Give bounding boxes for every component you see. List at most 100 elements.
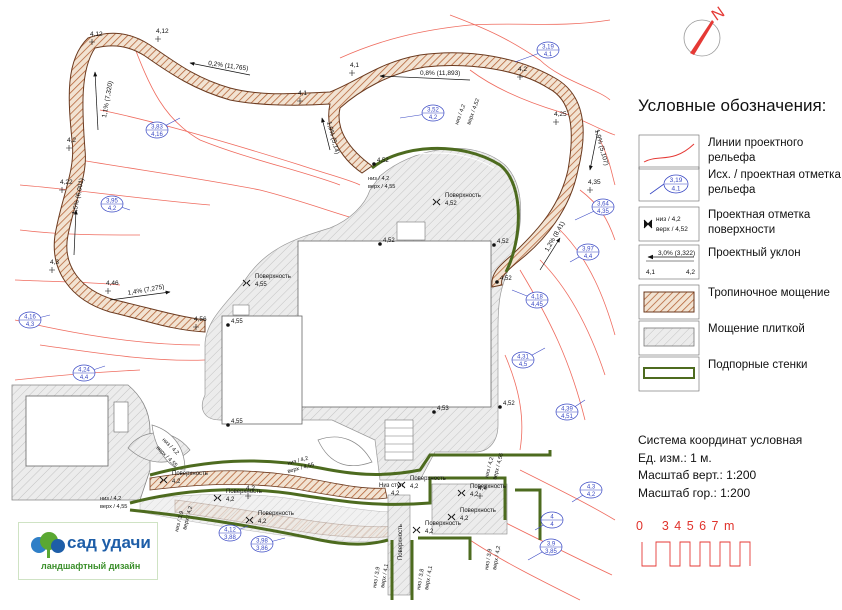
relief-design: 4	[550, 522, 554, 528]
tile-paving-right-lower	[431, 483, 508, 535]
relief-design: 4,2	[587, 492, 596, 498]
slope-arrow	[73, 209, 78, 256]
relief-existing: 3,52	[427, 108, 439, 114]
elevation-cross-icon	[517, 74, 523, 80]
elevation-cross-icon	[587, 187, 593, 193]
surface-label: Поверхность	[226, 489, 262, 495]
relief-design: 4,2	[108, 206, 117, 212]
svg-text:4,2: 4,2	[686, 269, 695, 276]
svg-text:низ / 4,2: низ / 4,2	[656, 216, 681, 223]
note-units: Ед. изм.: 1 м.	[638, 450, 712, 465]
wall-elevation-label: верх / 4,2	[492, 545, 502, 570]
wall-elevation-label: верх / 4,55	[492, 452, 505, 480]
relief-design: 4,51	[561, 414, 573, 420]
wall-elevation-label: верх / 4,52	[466, 98, 481, 126]
relief-existing: 3,98	[256, 539, 268, 545]
note-scale-horizontal: Масштаб гор.: 1:200	[638, 485, 751, 500]
surface-label: Поверхность	[172, 471, 208, 477]
surface-label: Поверхность	[410, 476, 446, 482]
elevation-cross-icon	[193, 324, 199, 330]
corner-point	[372, 162, 376, 166]
tree-logo-icon	[31, 532, 65, 558]
note-scale-vertical: Масштаб верт.: 1:200	[638, 468, 757, 482]
relief-existing: 4	[550, 515, 554, 521]
wall-elevation-label: низ / 3,9	[484, 548, 494, 570]
wall-elevation-label: верх / 4,1	[380, 563, 390, 588]
steps-block	[113, 401, 129, 433]
slope-arrow-icon: 3,0% (3,322) 4,1 4,2	[638, 244, 700, 280]
surface-mark-icon	[412, 526, 421, 534]
surface-mark-icon	[159, 476, 168, 484]
path-elevation-label: 4,56	[194, 316, 207, 323]
relief-existing: 4,18	[531, 295, 543, 301]
note-coordinates: Система координат условная	[638, 433, 803, 447]
svg-text:4,1: 4,1	[646, 269, 655, 276]
relief-existing: 4,24	[78, 368, 90, 374]
elevation-cross-icon	[477, 493, 483, 499]
house-annex	[221, 315, 303, 425]
elevation-cross-icon	[49, 267, 55, 273]
surface-mark-icon: низ / 4,2 верх / 4,52	[638, 206, 700, 242]
relief-existing: 4,31	[517, 355, 529, 361]
slope-arrow	[109, 290, 171, 301]
planting-beds	[127, 424, 373, 471]
wall-elevation-label: низ / 4,2	[287, 456, 309, 467]
relief-design: 4,5	[519, 362, 528, 368]
wall-elevation-label: верх / 4,1	[424, 565, 434, 590]
steps-top	[396, 221, 426, 241]
surface-value: 4,2	[226, 497, 235, 503]
surface-vertical-label: Поверхность	[398, 524, 404, 560]
relief-existing: 4,12	[224, 528, 236, 534]
step-note: Низ ступ.	[379, 483, 405, 489]
wall-elevation-label: низ / 4,2	[100, 496, 121, 502]
path-elevation-label: 4,22	[60, 179, 73, 186]
relief-design: 4,4	[584, 254, 593, 260]
slope-arrow	[321, 117, 331, 151]
surface-label: Поверхность	[255, 274, 291, 280]
surface-value: 4,2	[258, 519, 267, 525]
surface-mark-icon	[397, 481, 406, 489]
elevation-cross-icon	[66, 145, 72, 151]
relief-design: 4,2	[429, 115, 438, 121]
plan-notes: Система координат условная Ед. изм.: 1 м…	[638, 432, 802, 502]
corner-point	[492, 243, 496, 247]
legend-title: Условные обозначения:	[638, 96, 827, 115]
elevation-cross-icon	[349, 70, 355, 76]
tile-paving-swatch	[638, 320, 700, 356]
slope-arrow	[379, 74, 471, 81]
surface-label: Поверхность	[258, 511, 294, 517]
elevation-cross-icon	[155, 36, 161, 42]
relief-design: 4,3	[26, 322, 35, 328]
terrace-block	[25, 395, 109, 467]
corner-point	[498, 405, 502, 409]
relief-design: 3,86	[256, 546, 268, 552]
surface-mark-icon	[447, 513, 456, 521]
surface-mark-icon	[242, 279, 251, 287]
company-logo: сад удачи ландшафтный дизайн	[18, 522, 158, 580]
elevation-cross-icon	[297, 98, 303, 104]
slope-label: 1,9% (5,107)	[593, 129, 609, 167]
path-elevation-label: 4,12	[156, 28, 169, 35]
corner-point	[495, 280, 499, 284]
slope-arrow	[539, 237, 561, 271]
relief-existing: 3,19	[542, 45, 554, 51]
logo-name: сад удачи	[67, 533, 151, 552]
path-elevation-label: 4,1	[298, 90, 307, 97]
relief-design: 4,1	[544, 52, 553, 58]
corner-point	[378, 242, 382, 246]
elevation-cross-icon	[59, 187, 65, 193]
surface-mark-icon	[213, 494, 222, 502]
corner-label: 4,52	[497, 239, 509, 245]
relief-design: 3,88	[224, 535, 236, 541]
garden-path-ring	[53, 32, 584, 333]
slope-arrow	[588, 129, 599, 171]
wall-elevation-label: низ / 3,9	[372, 566, 382, 588]
relief-line-icon	[638, 134, 700, 170]
stairs	[232, 304, 414, 461]
svg-text:3,19: 3,19	[670, 177, 683, 184]
surface-value: 4,2	[425, 529, 434, 535]
relief-existing: 3,95	[106, 199, 118, 205]
corner-label: 4,55	[231, 319, 243, 325]
slope-label: 0,8% (11,893)	[420, 70, 460, 77]
relief-design: 4,16	[151, 132, 163, 138]
